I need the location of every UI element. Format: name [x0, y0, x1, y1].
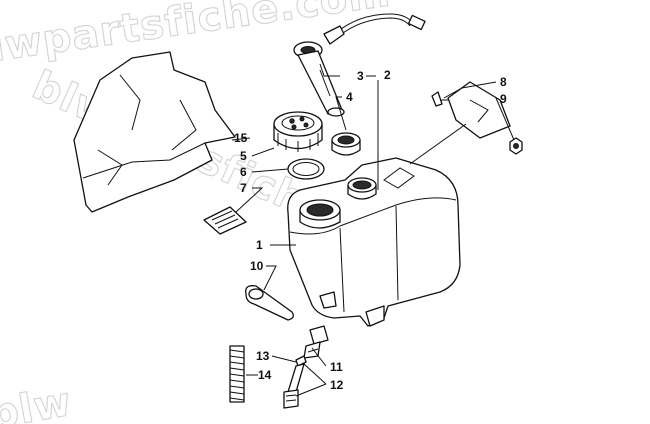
part-5-fuel-cap	[273, 111, 323, 152]
callout-9: 9	[500, 92, 507, 106]
bracket	[447, 81, 511, 139]
part-7-decal	[203, 206, 247, 235]
callout-3: 3	[357, 69, 364, 83]
callout-11: 11	[330, 360, 343, 374]
part-3-fuel-sender	[293, 13, 426, 117]
callout-12: 12	[330, 378, 344, 392]
part-11-fitting	[303, 325, 329, 359]
callout-labels: 1 2 3 4 5 6 7 8 9 10 11 12 13 14 15	[234, 68, 507, 392]
callout-7: 7	[240, 181, 247, 195]
part-12-hose	[283, 355, 307, 409]
callout-15: 15	[234, 131, 248, 145]
callout-6: 6	[240, 165, 247, 179]
callout-8: 8	[500, 75, 507, 89]
callout-10: 10	[250, 259, 264, 273]
callout-2: 2	[384, 68, 391, 82]
callout-13: 13	[256, 349, 270, 363]
part-9-nut	[509, 137, 523, 155]
callout-5: 5	[240, 149, 247, 163]
part-1-fuel-tank	[287, 157, 461, 327]
part-6-gasket	[287, 158, 325, 180]
part-14-spring	[229, 345, 245, 403]
callout-4: 4	[346, 90, 353, 104]
leader-lines	[231, 63, 515, 397]
callout-1: 1	[256, 238, 263, 252]
part-10-clamp	[245, 285, 294, 321]
watermark-text-bottom: blw	[0, 379, 75, 424]
part-15-heat-shield	[73, 51, 236, 213]
part-4-grommet	[331, 132, 361, 156]
callout-14: 14	[258, 368, 272, 382]
